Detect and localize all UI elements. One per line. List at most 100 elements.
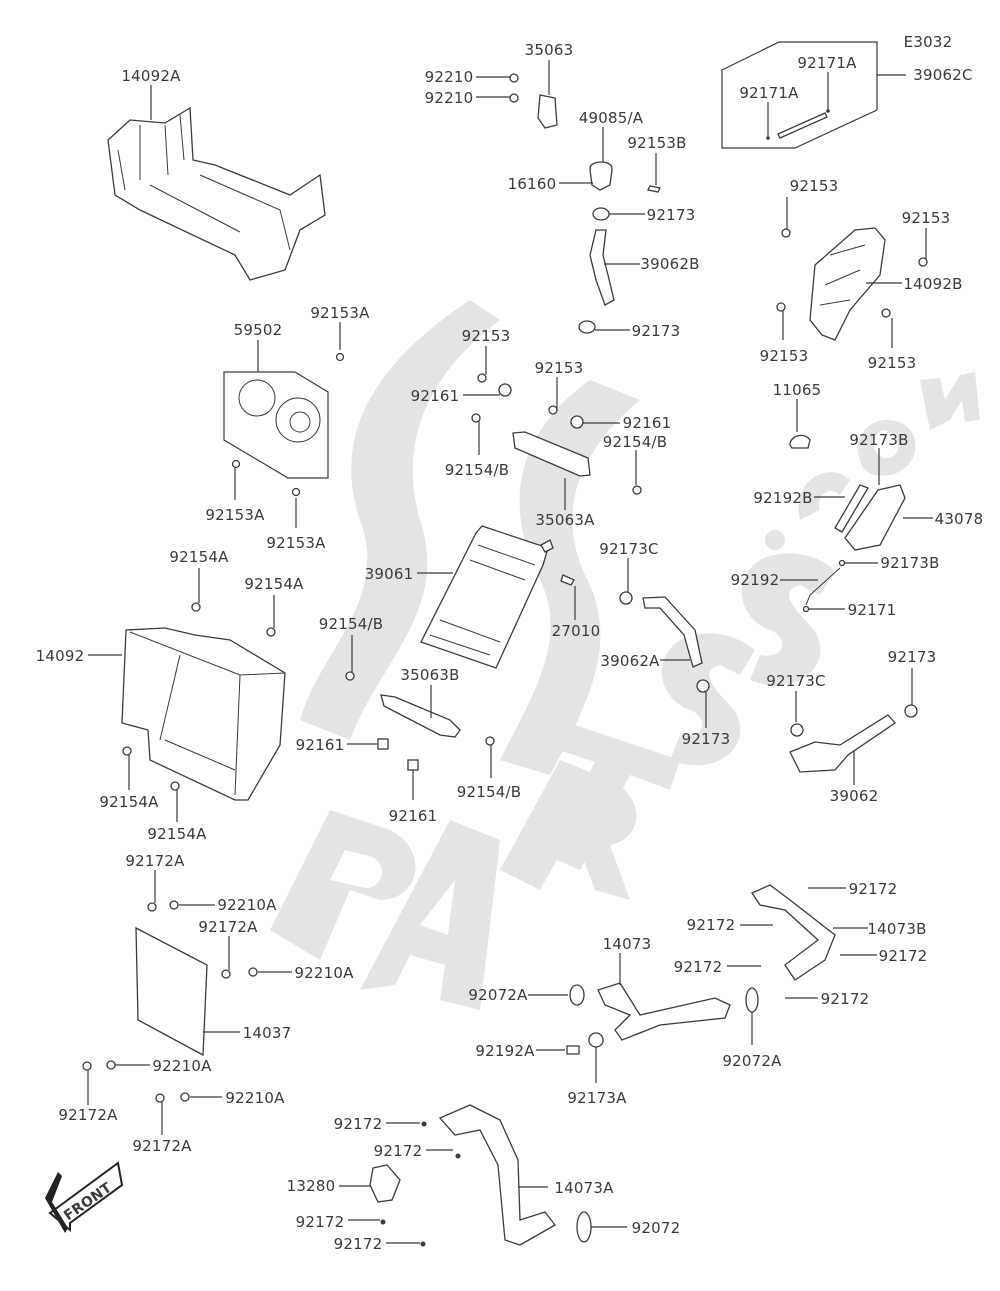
part-label-92172A[interactable]: 92172A (198, 918, 258, 936)
part-label-92072[interactable]: 92072 (631, 1219, 681, 1237)
watermark-dot (765, 530, 785, 550)
watermark-letter-a (360, 820, 500, 1010)
part-label-92172[interactable]: 92172 (373, 1142, 423, 1160)
part-label-49085A[interactable]: 49085/A (578, 109, 644, 127)
part-label-92072A[interactable]: 92072A (722, 1052, 782, 1070)
watermark-letter-s2 (741, 553, 835, 686)
part-label-14092[interactable]: 14092 (35, 647, 85, 665)
part-label-92161[interactable]: 92161 (410, 387, 460, 405)
part-label-16160[interactable]: 16160 (507, 175, 557, 193)
part-14092A-drawing (107, 85, 326, 281)
part-label-92172[interactable]: 92172 (673, 958, 723, 976)
part-label-92172A[interactable]: 92172A (132, 1137, 192, 1155)
part-label-92173[interactable]: 92173 (646, 206, 696, 224)
part-label-92173A[interactable]: 92173A (567, 1089, 627, 1107)
part-label-39062C[interactable]: 39062C (913, 66, 973, 84)
part-label-92154B[interactable]: 92154/B (456, 783, 522, 801)
part-label-92154A[interactable]: 92154A (99, 793, 159, 811)
part-14092-drawing (88, 568, 286, 822)
part-label-92172[interactable]: 92172 (333, 1235, 383, 1253)
part-label-92153[interactable]: 92153 (867, 354, 917, 372)
part-39062C-drawing (721, 41, 906, 149)
part-label-92171A[interactable]: 92171A (739, 84, 799, 102)
part-label-92172A[interactable]: 92172A (125, 852, 185, 870)
part-label-92210A[interactable]: 92210A (225, 1089, 285, 1107)
part-label-92161[interactable]: 92161 (295, 736, 345, 754)
part-label-92153A[interactable]: 92153A (310, 304, 370, 322)
part-label-14073B[interactable]: 14073B (867, 920, 927, 938)
part-fasteners-center-drawing (463, 346, 642, 510)
part-label-11065[interactable]: 11065 (772, 381, 822, 399)
part-label-92154B[interactable]: 92154/B (318, 615, 384, 633)
part-label-92153B[interactable]: 92153B (627, 134, 687, 152)
part-59502-drawing (223, 322, 345, 528)
part-label-92153A[interactable]: 92153A (205, 506, 265, 524)
part-label-92172A[interactable]: 92172A (58, 1106, 118, 1124)
part-14037-drawing (82, 870, 292, 1135)
part-label-92192[interactable]: 92192 (730, 571, 780, 589)
part-label-92210A[interactable]: 92210A (294, 964, 354, 982)
part-label-13280[interactable]: 13280 (286, 1177, 336, 1195)
part-label-92154A[interactable]: 92154A (169, 548, 229, 566)
part-label-92210A[interactable]: 92210A (217, 896, 277, 914)
part-label-39062A[interactable]: 39062A (600, 652, 660, 670)
part-label-92154B[interactable]: 92154/B (444, 461, 510, 479)
part-label-14073[interactable]: 14073 (602, 935, 652, 953)
part-14073A-drawing (339, 1104, 627, 1247)
part-label-92161[interactable]: 92161 (388, 807, 438, 825)
part-label-92161[interactable]: 92161 (622, 414, 672, 432)
part-label-92172[interactable]: 92172 (333, 1115, 383, 1133)
part-label-59502[interactable]: 59502 (233, 321, 283, 339)
part-16160-drawing (559, 127, 661, 193)
part-label-92173B[interactable]: 92173B (849, 431, 909, 449)
part-label-14037[interactable]: 14037 (242, 1024, 292, 1042)
part-label-39062B[interactable]: 39062B (640, 255, 700, 273)
part-label-92153[interactable]: 92153 (534, 359, 584, 377)
part-label-27010[interactable]: 27010 (551, 622, 601, 640)
part-label-35063[interactable]: 35063 (524, 41, 574, 59)
part-label-92210[interactable]: 92210 (424, 68, 474, 86)
part-label-92154A[interactable]: 92154A (244, 575, 304, 593)
part-label-92172[interactable]: 92172 (878, 947, 928, 965)
part-label-92153[interactable]: 92153 (901, 209, 951, 227)
part-label-92210[interactable]: 92210 (424, 89, 474, 107)
part-label-92173[interactable]: 92173 (681, 730, 731, 748)
part-label-92192B[interactable]: 92192B (753, 489, 813, 507)
part-label-92173[interactable]: 92173 (631, 322, 681, 340)
part-label-92173B[interactable]: 92173B (880, 554, 940, 572)
part-14073-drawing (528, 884, 877, 1083)
part-label-39062[interactable]: 39062 (829, 787, 879, 805)
part-label-35063B[interactable]: 35063B (400, 666, 460, 684)
part-label-92172[interactable]: 92172 (295, 1213, 345, 1231)
part-39062A-drawing (619, 558, 710, 728)
part-label-92172[interactable]: 92172 (820, 990, 870, 1008)
watermark-com (798, 372, 980, 520)
part-label-92173C[interactable]: 92173C (766, 672, 826, 690)
part-label-39061[interactable]: 39061 (364, 565, 414, 583)
part-label-92153A[interactable]: 92153A (266, 534, 326, 552)
part-39062-drawing (789, 668, 918, 785)
part-label-92172[interactable]: 92172 (686, 916, 736, 934)
watermark-swirl (300, 300, 500, 740)
part-label-14092A[interactable]: 14092A (121, 67, 181, 85)
part-label-92192A[interactable]: 92192A (475, 1042, 535, 1060)
part-label-92153[interactable]: 92153 (759, 347, 809, 365)
part-label-92153[interactable]: 92153 (461, 327, 511, 345)
part-label-43078[interactable]: 43078 (934, 510, 984, 528)
part-label-92173C[interactable]: 92173C (599, 540, 659, 558)
part-label-92210A[interactable]: 92210A (152, 1057, 212, 1075)
diagram-code: E3032 (903, 33, 953, 51)
part-label-92154A[interactable]: 92154A (147, 825, 207, 843)
part-label-92154B[interactable]: 92154/B (602, 433, 668, 451)
part-label-92153[interactable]: 92153 (789, 177, 839, 195)
part-label-92173[interactable]: 92173 (887, 648, 937, 666)
part-label-92072A[interactable]: 92072A (468, 986, 528, 1004)
part-label-14092B[interactable]: 14092B (903, 275, 963, 293)
part-label-35063A[interactable]: 35063A (535, 511, 595, 529)
part-39061-drawing (417, 525, 576, 669)
part-label-92171A[interactable]: 92171A (797, 54, 857, 72)
part-label-14073A[interactable]: 14073A (554, 1179, 614, 1197)
part-label-92171[interactable]: 92171 (847, 601, 897, 619)
part-label-92172[interactable]: 92172 (848, 880, 898, 898)
